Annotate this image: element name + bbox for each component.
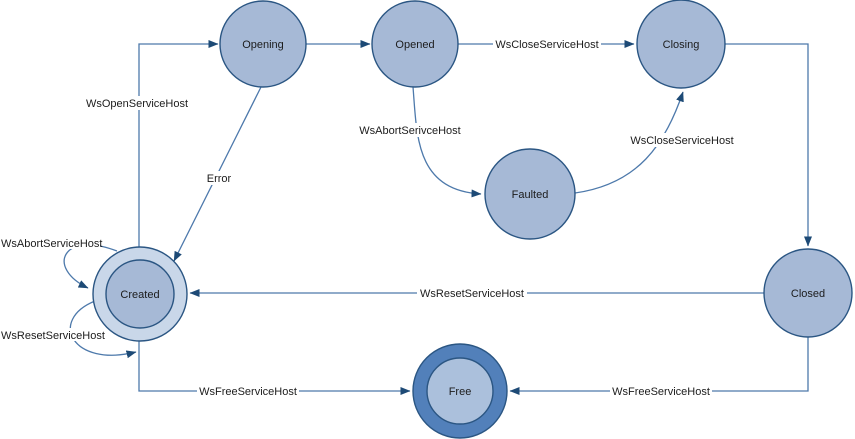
edge-created-to-opening — [139, 44, 218, 247]
edge-label-wsresetservicehost: WsResetServiceHost — [420, 288, 524, 300]
node-opening: Opening — [220, 1, 306, 87]
node-created-label: Created — [120, 289, 159, 301]
edge-label-wscloseservicehost-top: WsCloseServiceHost — [495, 39, 598, 51]
node-closed: Closed — [764, 249, 852, 337]
node-free-label: Free — [449, 386, 472, 398]
edge-opened-to-faulted — [413, 87, 481, 194]
edge-created-to-free — [139, 341, 410, 391]
edge-label-wsopenservicehost: WsOpenServiceHost — [86, 98, 188, 110]
node-opening-label: Opening — [242, 39, 284, 51]
node-opened: Opened — [372, 1, 458, 87]
node-opened-label: Opened — [395, 39, 434, 51]
node-closing-label: Closing — [663, 39, 700, 51]
node-closing: Closing — [637, 0, 725, 88]
edge-label-error: Error — [207, 173, 232, 185]
nodes: Opening Opened Closing Faulted Created C… — [93, 0, 852, 438]
node-faulted-label: Faulted — [512, 189, 549, 201]
node-created: Created — [93, 247, 187, 341]
edge-closing-to-closed — [725, 44, 808, 246]
node-free: Free — [413, 344, 507, 438]
edge-closed-to-free — [510, 337, 808, 391]
edge-label-wsabortservicehost-loop: WsAbortServiceHost — [1, 238, 102, 250]
edge-labels: WsOpenServiceHost WsCloseServiceHost Err… — [0, 37, 736, 398]
edge-label-wsabortserivcehost: WsAbortSerivceHost — [359, 125, 460, 137]
edge-label-wsfreeservicehost-left: WsFreeServiceHost — [199, 386, 297, 398]
node-closed-label: Closed — [791, 288, 825, 300]
edge-label-wsfreeservicehost-right: WsFreeServiceHost — [612, 386, 710, 398]
edge-label-wscloseservicehost-mid: WsCloseServiceHost — [630, 135, 733, 147]
node-faulted: Faulted — [485, 149, 575, 239]
edge-label-wsresetservicehost-loop: WsResetServiceHost — [1, 330, 105, 342]
